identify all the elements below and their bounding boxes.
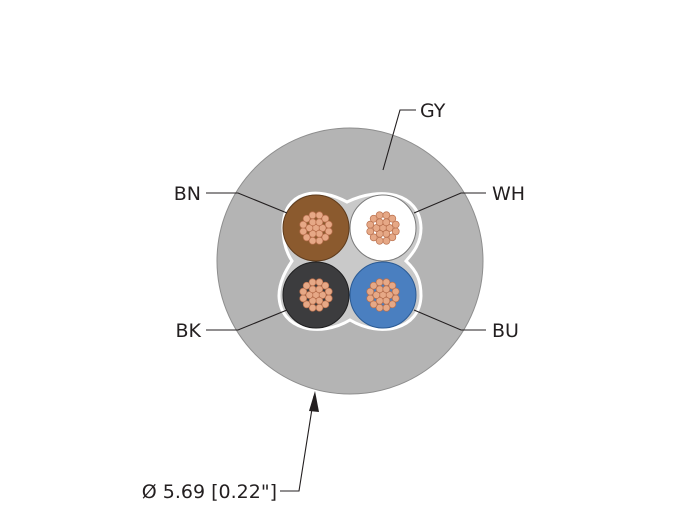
- label-wh: WH: [492, 183, 525, 205]
- copper-strand: [372, 291, 381, 299]
- copper-strand: [299, 227, 308, 236]
- copper-strand: [382, 236, 391, 245]
- copper-strand: [315, 236, 324, 245]
- copper-strand: [302, 214, 311, 223]
- copper-strand: [375, 211, 384, 220]
- copper-strand: [366, 220, 375, 229]
- copper-strand: [372, 224, 381, 232]
- copper-strand: [382, 278, 391, 287]
- copper-strand: [318, 291, 327, 299]
- copper-strand: [308, 303, 317, 312]
- leader-line-bu: [413, 309, 486, 331]
- copper-strand: [388, 281, 397, 290]
- copper-strand: [369, 300, 378, 309]
- copper-strand: [369, 281, 378, 290]
- copper-strand: [391, 287, 400, 296]
- copper-strand: [308, 211, 317, 220]
- copper-strand: [366, 287, 375, 296]
- label-bu: BU: [492, 320, 519, 342]
- copper-strand: [388, 214, 397, 223]
- copper-strand: [375, 278, 384, 287]
- label-bn: BN: [174, 183, 201, 205]
- diameter-leader-line: [280, 395, 315, 492]
- copper-strand: [299, 220, 308, 229]
- copper-strand: [308, 278, 317, 287]
- copper-strand: [366, 227, 375, 236]
- copper-strand: [315, 278, 324, 287]
- leader-line-bk: [206, 309, 288, 331]
- copper-strand: [308, 236, 317, 245]
- copper-strand: [302, 300, 311, 309]
- copper-strand: [315, 303, 324, 312]
- copper-strand: [369, 214, 378, 223]
- copper-strand: [375, 236, 384, 245]
- copper-strand: [324, 220, 333, 229]
- copper-strand: [305, 291, 314, 299]
- copper-strand: [385, 224, 394, 232]
- copper-strand: [369, 233, 378, 242]
- label-bk: BK: [176, 320, 202, 342]
- copper-strand: [324, 287, 333, 296]
- copper-strand: [315, 211, 324, 220]
- leader-line-gy: [382, 109, 416, 171]
- copper-strands-group: [299, 211, 400, 312]
- copper-strand: [302, 281, 311, 290]
- label-diameter: Ø 5.69 [0.22"]: [142, 481, 277, 503]
- copper-strand: [321, 300, 330, 309]
- copper-strand: [391, 220, 400, 229]
- copper-strand: [299, 287, 308, 296]
- copper-strand: [305, 224, 314, 232]
- copper-strand: [302, 233, 311, 242]
- copper-strand: [385, 291, 394, 299]
- leader-line-wh: [413, 192, 486, 214]
- label-gy: GY: [420, 100, 446, 122]
- copper-strand: [366, 294, 375, 303]
- copper-strand: [388, 300, 397, 309]
- copper-strand: [375, 303, 384, 312]
- copper-strand: [388, 233, 397, 242]
- copper-strand: [382, 211, 391, 220]
- leader-line-bn: [206, 192, 288, 214]
- copper-strand: [318, 224, 327, 232]
- copper-strand: [299, 294, 308, 303]
- copper-strand: [321, 233, 330, 242]
- diameter-arrowhead: [309, 391, 319, 412]
- copper-strand: [321, 214, 330, 223]
- copper-strand: [321, 281, 330, 290]
- copper-strand: [382, 303, 391, 312]
